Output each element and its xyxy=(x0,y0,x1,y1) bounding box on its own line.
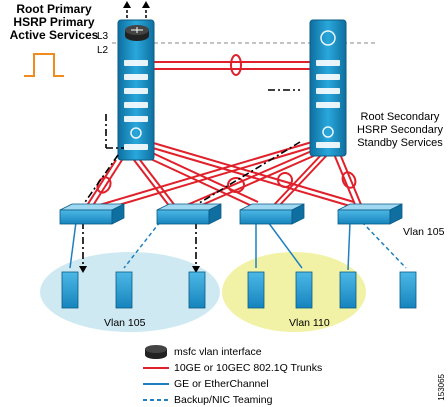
primary-label-line1: Root Primary xyxy=(16,2,92,16)
aggregation-switch-primary xyxy=(117,19,155,161)
vlan-label-left: Vlan 105 xyxy=(104,317,146,329)
uplink-arrows xyxy=(123,1,150,28)
vlan-label-center: Vlan 110 xyxy=(289,317,330,329)
aggregation-switch-secondary xyxy=(309,19,347,157)
ge-links xyxy=(69,221,351,271)
access-switch-1 xyxy=(59,203,125,225)
primary-label-line3: Active Services xyxy=(9,28,99,42)
vlan-label-right: Vlan 105 xyxy=(403,226,445,238)
secondary-label-line2: HSRP Secondary xyxy=(356,124,443,136)
active-services-symbol xyxy=(24,53,64,77)
legend-backup-text: Backup/NIC Teaming xyxy=(174,394,273,406)
legend-trunk-text: 10GE or 10GEC 802.1Q Trunks xyxy=(174,362,323,374)
legend-msfc-icon xyxy=(145,345,167,359)
access-trunks xyxy=(85,141,363,213)
figure-id: 153065 xyxy=(437,374,446,401)
layer3-label: L3 xyxy=(97,31,109,42)
secondary-label-line1: Root Secondary xyxy=(360,111,440,123)
active-path-arrows xyxy=(79,266,200,273)
aggregation-trunk xyxy=(152,54,310,76)
layer2-label: L2 xyxy=(97,45,109,56)
legend-ge-text: GE or EtherChannel xyxy=(174,378,269,390)
secondary-label-line3: Standby Services xyxy=(357,137,443,149)
legend-msfc-text: msfc vlan interface xyxy=(174,346,262,358)
access-switch-2 xyxy=(156,203,222,225)
server-icons xyxy=(61,271,417,309)
access-switch-4 xyxy=(337,203,403,225)
access-switch-3 xyxy=(239,203,305,225)
active-paths xyxy=(82,89,301,268)
primary-label-line2: HSRP Primary xyxy=(13,15,95,29)
backup-links xyxy=(123,221,407,269)
msfc-router-icon xyxy=(125,25,149,41)
